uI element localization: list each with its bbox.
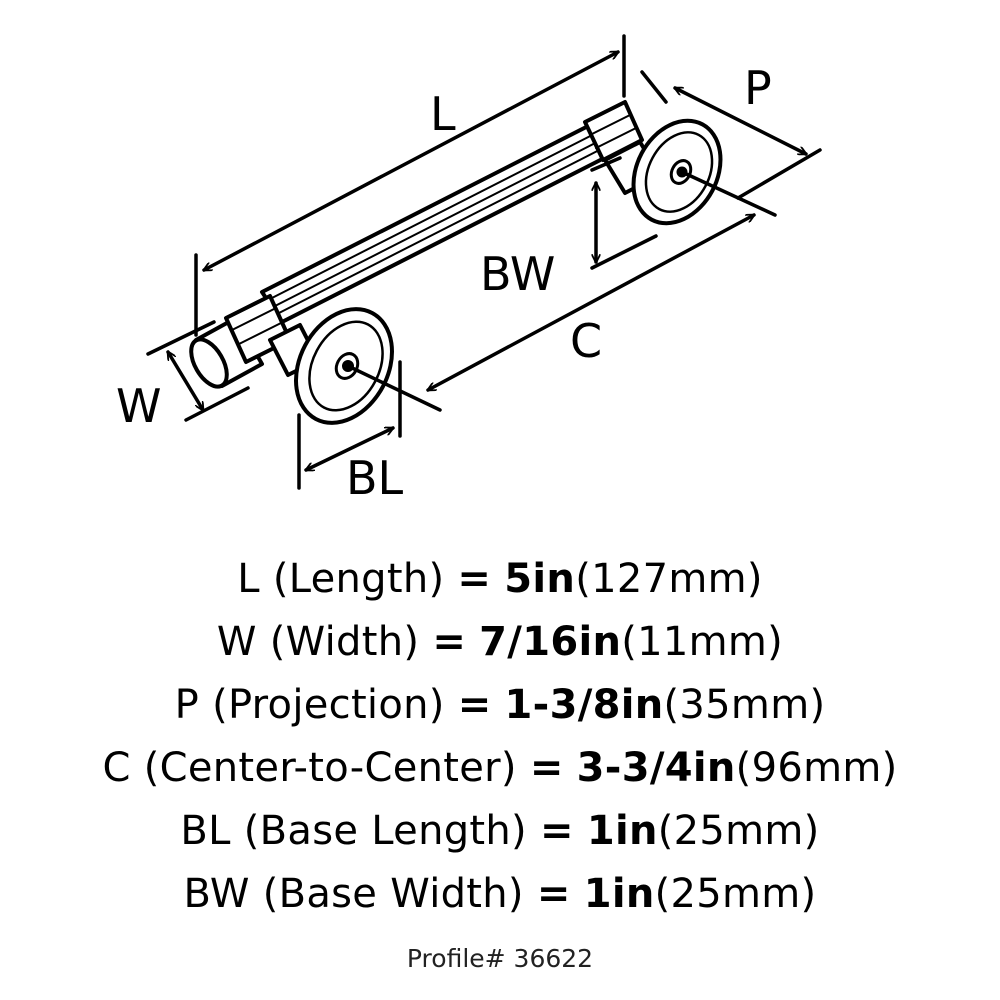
spec-desc: (Base Width)	[262, 871, 524, 917]
label-BL: BL	[346, 451, 404, 505]
spec-equals: =	[536, 871, 571, 917]
label-BW: BW	[480, 247, 555, 301]
profile-number: Profile# 36622	[406, 944, 594, 973]
label-C: C	[570, 314, 602, 368]
handle-drawing	[189, 100, 723, 425]
spec-imperial: 5in	[504, 556, 576, 602]
spec-imperial: 1-3/8in	[504, 682, 664, 728]
spec-metric: (96mm)	[735, 745, 898, 791]
spec-metric: (11mm)	[621, 619, 784, 665]
dim-line-W	[166, 352, 205, 410]
spec-desc: (Length)	[272, 556, 445, 602]
spec-desc: (Base Length)	[243, 808, 527, 854]
label-P: P	[744, 61, 772, 115]
spec-metric: (25mm)	[654, 871, 817, 917]
dim-line-L	[204, 50, 618, 272]
spec-equals: =	[457, 682, 492, 728]
spec-code: C	[102, 745, 131, 791]
spec-code: W	[216, 619, 257, 665]
spec-metric: (35mm)	[663, 682, 826, 728]
spec-row-base-width: BW (Base Width) = 1in(25mm)	[0, 863, 1000, 926]
spec-imperial: 1in	[583, 871, 655, 917]
spec-metric: (25mm)	[657, 808, 820, 854]
label-W: W	[116, 379, 161, 433]
spec-code: BL	[180, 808, 231, 854]
spec-row-base-length: BL (Base Length) = 1in(25mm)	[0, 800, 1000, 863]
spec-equals: =	[529, 745, 564, 791]
spec-equals: =	[457, 556, 492, 602]
spec-row-width: W (Width) = 7/16in(11mm)	[0, 611, 1000, 674]
spec-desc: (Projection)	[212, 682, 445, 728]
spec-row-length: L (Length) = 5in(127mm)	[0, 548, 1000, 611]
spec-equals: =	[539, 808, 574, 854]
pull-handle-diagram: L P BW C W BL	[116, 34, 822, 505]
spec-imperial: 7/16in	[479, 619, 622, 665]
dim-line-BL	[306, 426, 393, 472]
spec-code: BW	[183, 871, 250, 917]
dim-line-C	[428, 213, 754, 392]
spec-equals: =	[432, 619, 467, 665]
spec-desc: (Center-to-Center)	[143, 745, 517, 791]
dimension-lines	[146, 34, 822, 490]
spec-list: L (Length) = 5in(127mm) W (Width) = 7/16…	[0, 548, 1000, 926]
spec-imperial: 3-3/4in	[576, 745, 736, 791]
spec-row-projection: P (Projection) = 1-3/8in(35mm)	[0, 674, 1000, 737]
spec-row-center-to-center: C (Center-to-Center) = 3-3/4in(96mm)	[0, 737, 1000, 800]
spec-imperial: 1in	[586, 808, 658, 854]
dim-line-P	[675, 86, 806, 156]
label-L: L	[430, 87, 456, 141]
spec-metric: (127mm)	[575, 556, 763, 602]
spec-code: P	[174, 682, 200, 728]
spec-code: L	[237, 556, 260, 602]
spec-desc: (Width)	[269, 619, 420, 665]
